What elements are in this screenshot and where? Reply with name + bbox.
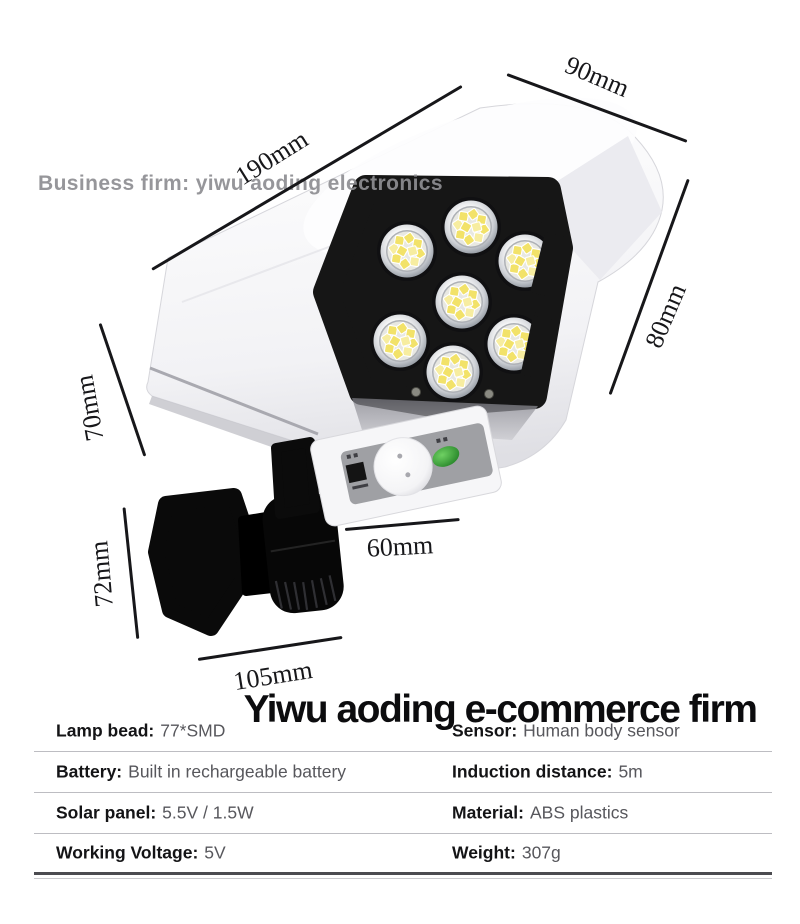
spec-value: 5V: [204, 842, 226, 863]
spec-label: Weight:: [452, 842, 516, 863]
spec-value: 5m: [618, 761, 643, 782]
spec-value: 307g: [521, 842, 561, 863]
dimension-label-60mm: 60mm: [366, 530, 434, 563]
panel-markings: [346, 436, 448, 490]
spec-value: Human body sensor: [523, 720, 680, 740]
spec-cell: Lamp bead:77*SMD: [56, 720, 225, 741]
spec-label: Lamp bead:: [56, 720, 155, 740]
light-sensor-window: [345, 461, 367, 484]
dimension-label-72mm: 72mm: [84, 539, 119, 609]
led-cluster-4: [431, 271, 493, 333]
spec-label: Induction distance:: [452, 761, 613, 782]
wall-plate: [148, 488, 255, 636]
face-screw-right: [484, 389, 494, 399]
table-bottom-border: [34, 872, 772, 875]
spec-row-2: Battery:Built in rechargeable battery In…: [34, 752, 772, 793]
indicator-led: [432, 446, 460, 467]
spec-cell: Working Voltage:5V: [56, 843, 226, 864]
motion-sensor-unit: [310, 405, 502, 527]
wall-bracket: [148, 437, 344, 636]
spec-cell: Solar panel:5.5V / 1.5W: [56, 803, 254, 824]
spec-cell: Induction distance:5m: [452, 762, 643, 783]
spec-value: ABS plastics: [529, 802, 629, 823]
face-screw-left: [411, 387, 421, 397]
spec-cell: Material:ABS plastics: [452, 803, 628, 824]
knuckle-ribs: [274, 575, 337, 611]
body-seam: [149, 366, 319, 436]
spec-label: Sensor:: [452, 720, 518, 740]
spec-row-1: Lamp bead:77*SMD Sensor:Human body senso…: [34, 710, 772, 752]
spec-label: Working Voltage:: [56, 842, 199, 863]
table-bottom-border-light: [34, 878, 772, 879]
dome-dot-bottom: [405, 472, 411, 478]
spec-row-4: Working Voltage:5V Weight:307g: [34, 834, 772, 872]
swivel-knuckle: [262, 492, 344, 614]
spec-label: Battery:: [56, 761, 123, 782]
led-cluster-5: [369, 310, 431, 372]
spec-label: Solar panel:: [56, 802, 157, 823]
spec-value: 77*SMD: [160, 720, 226, 740]
led-cluster-1: [440, 196, 502, 258]
led-occluder-right-bottom: [520, 315, 557, 380]
spec-value: Built in rechargeable battery: [128, 761, 347, 782]
led-cluster-6: [422, 341, 484, 403]
watermark-text: Business firm: yiwu aoding electronics: [38, 172, 443, 195]
spec-table: Lamp bead:77*SMD Sensor:Human body senso…: [34, 710, 772, 879]
spec-value: 5.5V / 1.5W: [162, 802, 254, 823]
led-array: [369, 196, 571, 403]
spec-cell: Weight:307g: [452, 843, 561, 864]
spec-cell: Battery:Built in rechargeable battery: [56, 762, 346, 783]
led-occluder-right-top: [530, 231, 571, 299]
body-crease: [181, 241, 343, 303]
dome-dot-top: [397, 453, 403, 459]
led-cluster-2: [376, 220, 438, 282]
visor-underside-shade: [556, 136, 662, 280]
spec-row-3: Solar panel:5.5V / 1.5W Material:ABS pla…: [34, 793, 772, 834]
spec-label: Material:: [452, 802, 524, 823]
pir-dome: [373, 437, 433, 497]
product-title: Yiwu aoding e-commerce firm: [243, 688, 758, 731]
bracket-connector: [271, 437, 320, 519]
spec-cell: Sensor:Human body sensor: [452, 720, 680, 741]
